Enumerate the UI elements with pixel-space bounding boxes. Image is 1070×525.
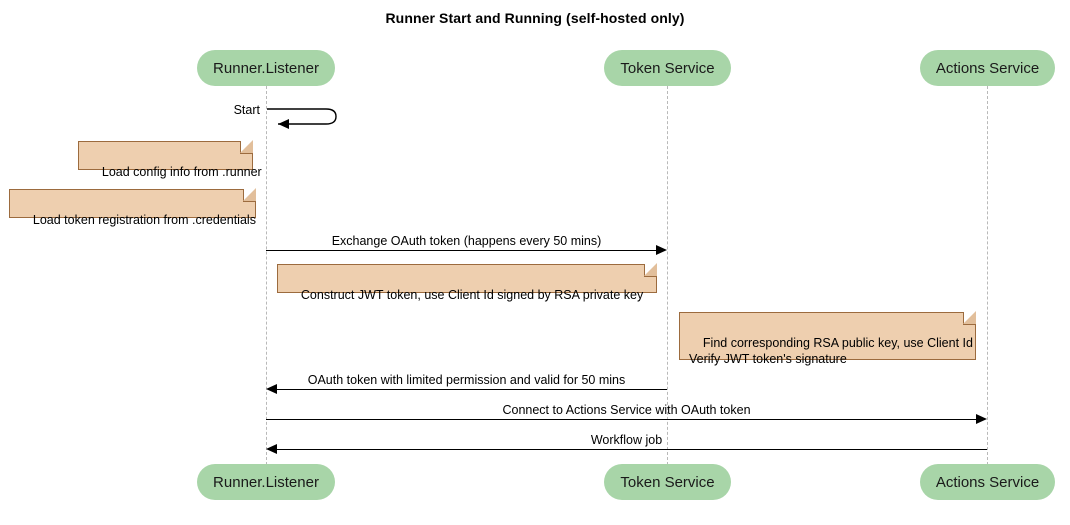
- participant-label: Actions Service: [935, 473, 1040, 491]
- note-fold-corner: [240, 140, 253, 154]
- participant-actions-top[interactable]: Actions Service: [920, 50, 1055, 86]
- participant-runner-top[interactable]: Runner.Listener: [197, 50, 335, 86]
- participant-runner-bottom[interactable]: Runner.Listener: [197, 464, 335, 500]
- note-verify-jwt: Find corresponding RSA public key, use C…: [679, 311, 976, 366]
- note-text: Load token registration from .credential…: [32, 213, 256, 227]
- lifeline-token: [667, 86, 668, 465]
- message-line-connect-actions[interactable]: [266, 419, 976, 420]
- participant-label: Token Service: [620, 59, 715, 77]
- note-text: Construct JWT token, use Client Id signe…: [300, 288, 644, 302]
- message-label-connect-actions: Connect to Actions Service with OAuth to…: [502, 403, 751, 417]
- message-start-self-loop[interactable]: [264, 104, 344, 137]
- participant-token-bottom[interactable]: Token Service: [604, 464, 731, 500]
- note-text: Find corresponding RSA public key, use C…: [689, 336, 973, 366]
- message-line-workflow-job[interactable]: [277, 449, 987, 450]
- note-load-credentials: Load token registration from .credential…: [9, 188, 256, 227]
- lifeline-runner: [266, 86, 267, 465]
- message-label-start: Start: [233, 103, 260, 117]
- participant-label: Runner.Listener: [213, 59, 319, 77]
- note-text: Load config info from .runner: [101, 165, 262, 179]
- participant-label: Actions Service: [935, 59, 1040, 77]
- arrow-head-left-icon: [266, 384, 277, 394]
- arrow-head-left-icon: [266, 444, 277, 454]
- participant-label: Token Service: [620, 473, 715, 491]
- message-label-workflow-job: Workflow job: [590, 433, 663, 447]
- arrow-head-right-icon: [656, 245, 667, 255]
- note-fold-corner: [963, 311, 976, 325]
- lifeline-actions: [987, 86, 988, 465]
- message-label-oauth-return: OAuth token with limited permission and …: [307, 373, 626, 387]
- note-fold-corner: [243, 188, 256, 202]
- arrow-head-right-icon: [976, 414, 987, 424]
- message-line-oauth-return[interactable]: [277, 389, 667, 390]
- self-loop-path: [267, 108, 337, 129]
- page-title: Runner Start and Running (self-hosted on…: [385, 10, 685, 26]
- message-label-exchange-oauth: Exchange OAuth token (happens every 50 m…: [331, 234, 602, 248]
- note-fold-corner: [644, 263, 657, 277]
- note-construct-jwt: Construct JWT token, use Client Id signe…: [277, 263, 657, 302]
- participant-actions-bottom[interactable]: Actions Service: [920, 464, 1055, 500]
- note-load-config: Load config info from .runner: [78, 140, 262, 179]
- message-line-exchange-oauth[interactable]: [266, 250, 656, 251]
- participant-label: Runner.Listener: [213, 473, 319, 491]
- participant-token-top[interactable]: Token Service: [604, 50, 731, 86]
